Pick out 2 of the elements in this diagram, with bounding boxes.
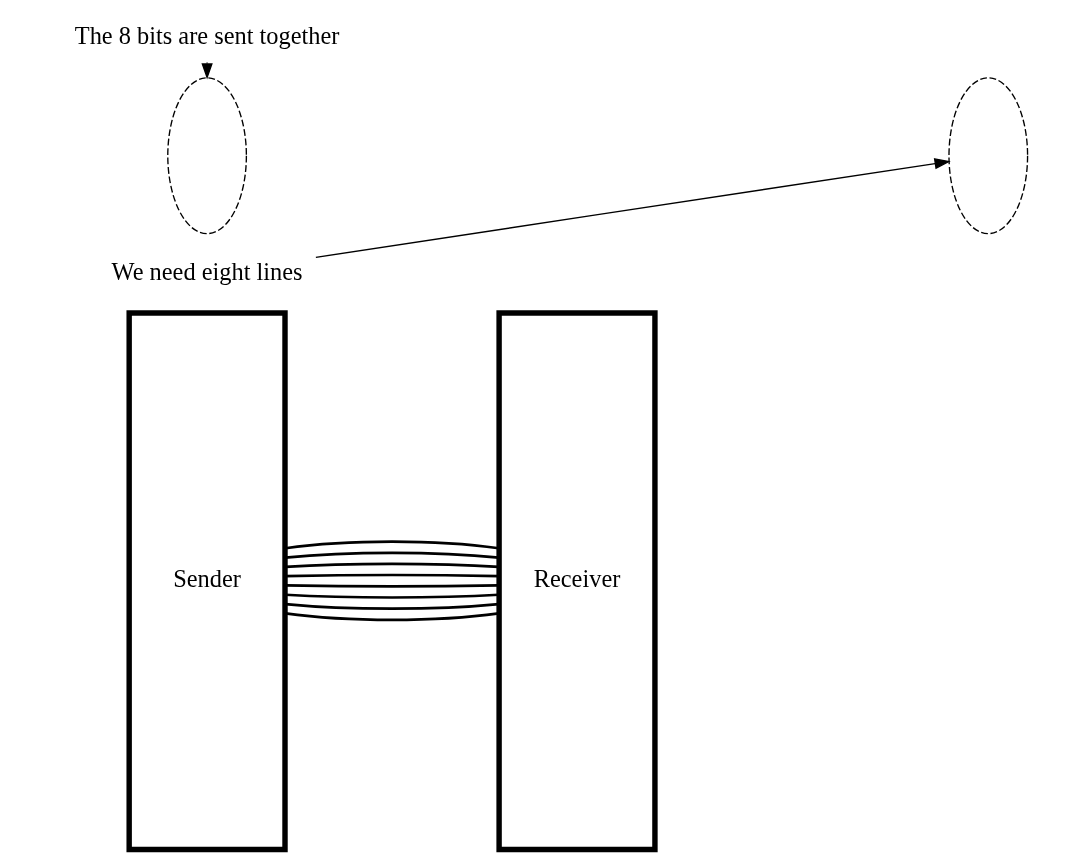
node-text: We need eight lines: [111, 257, 303, 285]
node-text: The 8 bits are sent together: [74, 21, 340, 49]
